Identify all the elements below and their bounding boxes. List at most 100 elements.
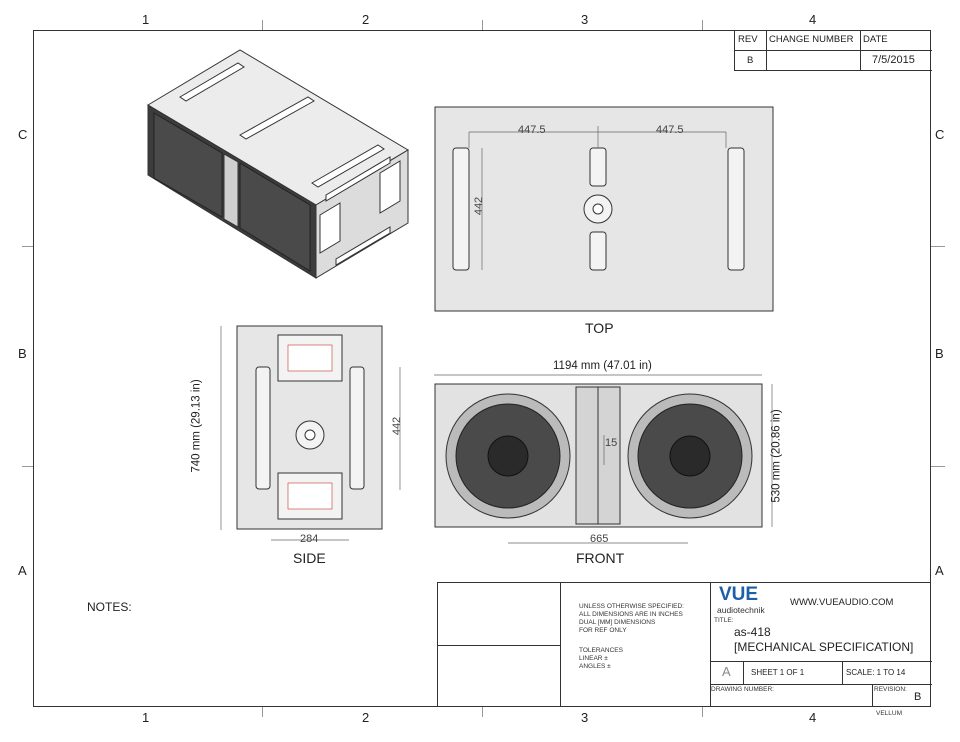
zone-col-4-top: 4 — [809, 12, 817, 27]
revision-value: B — [747, 55, 754, 66]
iso-top-handle-3 — [311, 144, 385, 188]
zone-tick — [931, 466, 945, 467]
tb-divider — [710, 583, 711, 707]
iso-side-handle — [325, 156, 391, 202]
top-handle-right — [727, 147, 745, 271]
front-dim-width: 1194 mm (47.01 in) — [553, 360, 652, 372]
tb-tolerance-line: TOLERANCES — [579, 647, 623, 654]
side-dim-right: 442 — [391, 416, 404, 436]
drawing-frame — [33, 30, 931, 707]
iso-center-column — [223, 153, 239, 228]
zone-col-1-top: 1 — [142, 12, 150, 27]
tb-spec-line: ALL DIMENSIONS ARE IN INCHES — [579, 611, 683, 618]
front-view-label: FRONT — [576, 550, 625, 566]
zone-tick — [22, 466, 33, 467]
top-handle-center-upper — [589, 147, 607, 187]
iso-side-handle — [335, 226, 391, 266]
iso-woofer-right — [239, 162, 311, 272]
zone-col-2-bottom: 2 — [362, 710, 370, 725]
website: WWW.VUEAUDIO.COM — [790, 597, 894, 608]
revision-block: REV CHANGE NUMBER DATE B 7/5/2015 — [734, 30, 932, 71]
front-dim-center: 15 — [605, 437, 618, 449]
iso-top-handle-2 — [239, 96, 315, 140]
revision-header-date: DATE — [863, 34, 888, 45]
zone-tick — [262, 20, 263, 30]
size-value: A — [722, 664, 731, 679]
material: VELLUM — [876, 710, 903, 717]
side-dimension-lines — [220, 326, 401, 541]
notes-label: NOTES: — [87, 600, 132, 614]
revision-header-row — [735, 30, 932, 51]
iso-side-handle-pocket — [319, 202, 341, 254]
side-view-label: SIDE — [293, 550, 326, 566]
top-handle-center-lower — [589, 231, 607, 271]
title-block: UNLESS OTHERWISE SPECIFIED: ALL DIMENSIO… — [437, 582, 932, 707]
isometric-view — [147, 49, 409, 279]
tb-spec-line: DUAL [MM] DIMENSIONS — [579, 619, 656, 626]
tb-spec-line: UNLESS OTHERWISE SPECIFIED: — [579, 603, 684, 610]
zone-col-3-top: 3 — [581, 12, 589, 27]
tb-divider — [438, 645, 560, 646]
scale-value: SCALE: 1 TO 14 — [846, 668, 906, 677]
zone-row-b-right: B — [935, 346, 944, 361]
side-pole-mount-center — [304, 429, 316, 441]
zone-col-1-bottom: 1 — [142, 710, 150, 725]
revision-divider — [860, 30, 861, 70]
side-handle-grip-lower — [287, 482, 333, 510]
revision-header-rev: REV — [738, 34, 758, 45]
top-dim-vertical-label: 442 — [473, 196, 486, 216]
side-handle-left — [255, 366, 271, 490]
zone-tick — [931, 246, 945, 247]
title-line-2: [MECHANICAL SPECIFICATION] — [734, 640, 914, 654]
zone-row-a-right: A — [935, 563, 944, 578]
revision-divider — [766, 30, 767, 70]
iso-side-handle-pocket — [379, 160, 401, 214]
front-dim-bottom: 665 — [590, 533, 609, 545]
tb-divider — [872, 684, 873, 707]
zone-row-c-right: C — [935, 127, 945, 142]
front-woofer-right-dustcap — [669, 435, 711, 477]
title-line-1: as-418 — [734, 625, 771, 639]
top-pole-mount-center — [592, 203, 604, 215]
revision-value-tb: B — [914, 691, 922, 703]
sheet-value: SHEET 1 OF 1 — [751, 668, 805, 677]
revision-label: REVISION: — [874, 686, 907, 693]
tb-spec-line: FOR REF ONLY — [579, 627, 627, 634]
zone-col-4-bottom: 4 — [809, 710, 817, 725]
top-handle-left — [452, 147, 470, 271]
side-handle-grip-upper — [287, 344, 333, 372]
top-view-label: TOP — [585, 320, 614, 336]
revision-header-change: CHANGE NUMBER — [769, 34, 854, 45]
iso-top-handle-1 — [179, 62, 245, 102]
zone-tick — [702, 707, 703, 717]
drawing-number-label: DRAWING NUMBER: — [711, 686, 774, 693]
zone-col-2-top: 2 — [362, 12, 370, 27]
zone-tick — [262, 707, 263, 717]
zone-col-3-bottom: 3 — [581, 710, 589, 725]
top-view — [434, 106, 774, 312]
side-handle-right — [349, 366, 365, 490]
title-label: TITLE: — [714, 617, 734, 624]
top-dim-left: 447.5 — [518, 124, 546, 136]
zone-row-b-left: B — [18, 346, 27, 361]
front-woofer-left-dustcap — [487, 435, 529, 477]
front-dimension-lines — [434, 374, 773, 544]
revision-date: 7/5/2015 — [872, 54, 915, 66]
tb-tolerance-line: ANGLES ± — [579, 663, 611, 670]
front-dim-height: 530 mm (20.86 in) — [770, 409, 783, 503]
iso-woofer-left — [153, 112, 223, 218]
zone-row-c-left: C — [18, 127, 28, 142]
tb-tolerance-line: LINEAR ± — [579, 655, 608, 662]
vue-logo-sub: audiotechnik — [717, 605, 765, 615]
tb-divider — [560, 583, 561, 707]
tb-divider — [710, 661, 932, 662]
zone-tick — [482, 20, 483, 30]
tb-divider — [743, 661, 744, 684]
front-view — [434, 383, 763, 528]
zone-tick — [22, 246, 33, 247]
tb-divider — [710, 684, 932, 685]
side-dim-height: 740 mm (29.13 in) — [190, 379, 203, 473]
vue-logo: VUE — [719, 584, 759, 605]
side-view — [236, 325, 383, 530]
side-dim-bottom: 284 — [300, 533, 319, 545]
